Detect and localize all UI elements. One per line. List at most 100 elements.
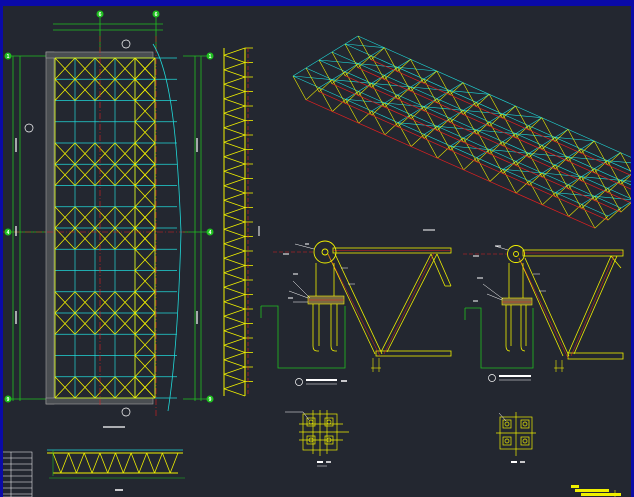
iso-truss-web [581,168,595,182]
iso-truss-web [568,204,582,217]
plan-left-wall-hatch [45,51,55,405]
side-truss-diagonal [223,250,246,259]
iso-truss-web [358,83,372,96]
iso-grid-line [424,94,490,135]
side-truss-diagonal [223,373,246,382]
bottom-truss-diagonal [154,452,163,474]
iso-bottom-chord [344,75,631,204]
plan-edge-truss-diagonal [134,376,156,399]
iso-grid-diagonal [292,75,333,80]
iso-truss-web [305,67,320,92]
plan-edge-truss-diagonal [134,312,156,335]
bottom-truss-diagonal [130,452,140,474]
iso-truss-web [568,176,582,190]
plan-edge-truss-diagonal [134,78,156,101]
plan-left-axis-label-1: 1 [7,54,10,60]
iso-truss-web [292,75,307,100]
iso-grid-line [502,129,569,170]
plan-truss-diagonal [74,227,96,250]
iso-truss-web [331,51,346,76]
bottom-truss-diagonal [91,452,101,474]
plan-truss-diagonal [94,142,116,165]
iso-truss-web [305,87,320,101]
iso-grid-line [476,117,542,158]
iso-truss-web [567,129,582,154]
bottom-truss-diagonal [122,452,132,474]
iso-truss-web [489,169,504,182]
iso-grid-diagonal [620,180,631,182]
bottom-truss-diagonal [146,452,155,474]
iso-grid-line [397,82,464,123]
side-truss-diagonal [223,163,246,172]
plan-truss-diagonal [54,376,76,399]
iso-truss-web [502,105,516,119]
iso-truss-web [607,180,621,193]
iso-truss-web [436,90,451,104]
plan-truss-diagonal [94,291,116,314]
iso-truss-web [567,148,582,162]
iso-truss-web [397,94,412,119]
iso-truss-web [515,105,529,130]
plan-truss-diagonal [54,291,76,314]
plan-axis-bubbles [4,10,214,417]
iso-grid-diagonal [345,99,385,104]
plan-truss-diagonal [54,57,76,80]
bottom-truss-diagonal [60,452,69,474]
iso-truss-web [541,117,556,142]
iso-truss-web [450,145,464,170]
side-truss-diagonal [223,62,246,71]
side-truss-diagonal [223,141,246,150]
iso-truss-web [384,75,398,100]
iso-truss-web [423,126,438,139]
plan-truss-diagonal [114,376,136,399]
iso-truss-web [371,102,385,116]
iso-truss-web [502,133,516,147]
side-truss-diagonal [223,257,246,266]
iso-truss-web [344,43,359,68]
iso-truss-web [436,70,451,95]
iso-truss-web [515,125,529,139]
iso-truss-web [502,161,517,174]
iso-truss-web [397,86,411,100]
title-block-corner-text [571,485,621,497]
iso-truss-web [620,202,631,213]
side-truss-diagonal [223,199,246,208]
iso-truss-web [594,160,608,174]
plan-left-dimension-lines [8,55,48,401]
iso-truss-web [541,172,556,197]
iso-truss-web [397,122,412,147]
iso-grid-diagonal [371,83,411,88]
plan-truss-diagonal [94,312,116,335]
plan-edge-truss-diagonal [134,100,156,123]
iso-truss-web [489,141,503,155]
plan-truss-diagonal [114,163,136,186]
iso-grid-line [529,140,595,182]
base-plate-detail-1 [299,410,349,456]
side-truss-diagonal [223,344,246,353]
plan-top-wall-hatch [45,51,154,59]
side-truss-diagonal [223,279,246,288]
iso-truss-web [384,122,399,136]
iso-truss-web [620,174,631,185]
iso-truss-web [515,153,530,166]
iso-truss-web [423,78,438,103]
iso-truss-web [423,98,438,112]
plan-edge-truss-diagonal [134,333,156,356]
iso-grid-diagonal [555,192,595,197]
plan-truss-diagonal [114,206,136,229]
title-block-table [3,451,33,497]
plan-axis-labels: 6 6 1 4 9 1 4 9 [7,12,212,403]
plan-truss-diagonal [74,312,96,335]
side-truss-diagonal [223,134,246,143]
plan-edge-truss-diagonal [134,121,156,144]
iso-truss-web [607,160,621,185]
iso-truss-web [410,59,424,84]
plan-truss-diagonal [54,78,76,101]
plan-edge-truss-diagonal [134,206,156,229]
iso-truss-web [436,118,451,131]
iso-truss-web [463,129,477,143]
iso-truss-web [476,157,491,182]
plan-red-axis-lines [3,36,188,416]
iso-grid-line [371,70,437,112]
iso-grid-diagonal [437,126,477,131]
